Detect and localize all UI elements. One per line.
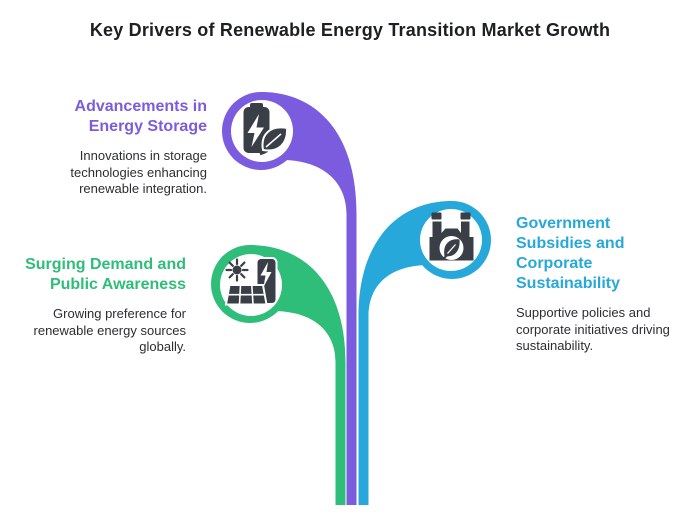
blue-stem xyxy=(358,201,452,505)
body-government-subsidies: Supportive policies and corporate initia… xyxy=(516,305,670,353)
sun-glyph xyxy=(225,258,249,282)
page-title: Key Drivers of Renewable Energy Transiti… xyxy=(89,20,611,40)
heading-energy-storage: Advancements in Energy Storage xyxy=(74,98,207,135)
battery-leaf-icon xyxy=(243,103,289,156)
solar-charger-icon xyxy=(224,257,278,306)
text-block-demand-awareness: Surging Demand and Public Awareness Grow… xyxy=(0,255,186,356)
heading-demand-awareness: Surging Demand and Public Awareness xyxy=(25,256,186,293)
bolt-glyph xyxy=(260,262,272,287)
branch-government-subsidies xyxy=(358,201,491,505)
branch-energy-storage xyxy=(222,92,357,505)
text-block-energy-storage: Advancements in Energy Storage Innovatio… xyxy=(20,97,207,198)
purple-stem xyxy=(261,92,357,505)
green-stem xyxy=(250,245,346,505)
text-block-government-subsidies: Government Subsidies and Corporate Susta… xyxy=(516,214,691,355)
heading-government-subsidies: Government Subsidies and Corporate Susta… xyxy=(516,215,625,292)
body-energy-storage: Innovations in storage technologies enha… xyxy=(70,148,207,196)
body-demand-awareness: Growing preference for renewable energy … xyxy=(33,306,186,354)
bolt-glyph xyxy=(247,114,264,147)
factory-leaf-icon xyxy=(429,212,474,261)
branch-demand-awareness xyxy=(211,245,346,505)
